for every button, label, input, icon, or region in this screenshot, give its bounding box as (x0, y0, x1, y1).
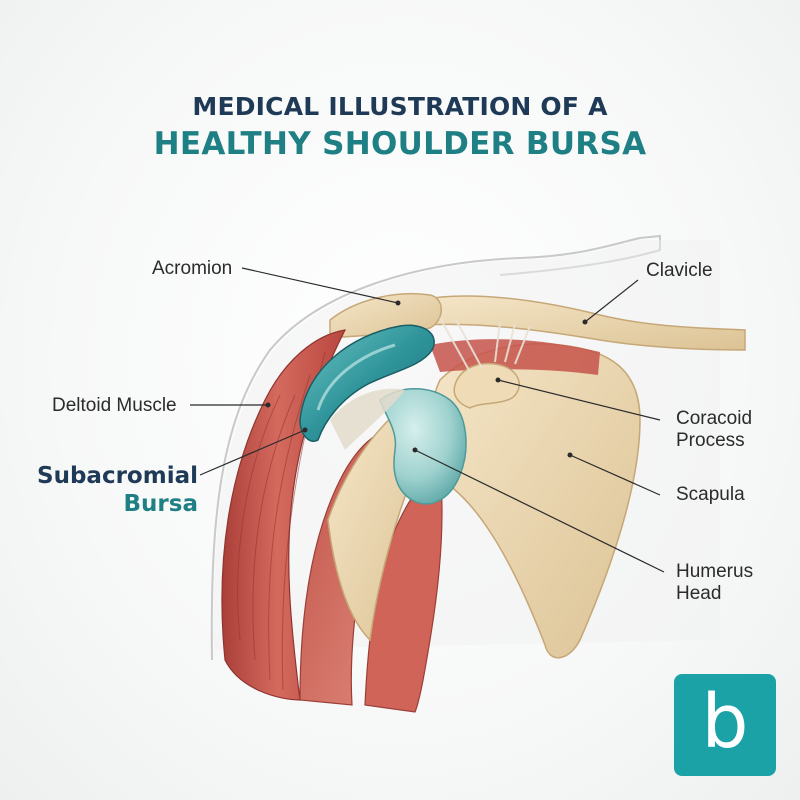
leader-dots (265, 300, 588, 458)
leader-scapula (569, 454, 661, 496)
label-acromion: Acromion (152, 258, 233, 279)
label-humerus-line2: Head (676, 583, 722, 604)
ligaments (439, 317, 531, 373)
label-coracoid-line2: Process (676, 430, 745, 451)
label-bursa-line1: Subacromial (37, 463, 198, 489)
leader-humerus (414, 449, 665, 573)
humerus-head (379, 388, 467, 505)
coracoid (453, 362, 520, 409)
leader-lines (190, 267, 665, 573)
leader-bursa (199, 429, 306, 476)
leader-coracoid (497, 379, 661, 421)
title-line-1: MEDICAL ILLUSTRATION OF A (192, 92, 608, 121)
tendon (330, 388, 405, 450)
bursa-highlight (316, 343, 396, 411)
label-subacromial-bursa: Subacromial Bursa (18, 462, 198, 518)
label-humerus-head: Humerus Head (676, 561, 753, 605)
title-line-2: HEALTHY SHOULDER BURSA (153, 126, 647, 162)
label-scapula: Scapula (676, 484, 745, 505)
leader-acromion (241, 267, 399, 304)
clavicle (419, 295, 746, 351)
label-bursa-line2: Bursa (123, 491, 198, 517)
label-humerus-line1: Humerus (676, 561, 754, 582)
leader-clavicle (584, 279, 639, 323)
brand-logo[interactable]: b (674, 674, 776, 776)
brand-logo-letter: b (701, 679, 749, 765)
subacromial-bursa (299, 324, 435, 442)
label-coracoid-process: Coracoid Process (676, 408, 752, 452)
skin-outline (210, 234, 661, 661)
label-coracoid-line1: Coracoid (676, 408, 753, 429)
label-deltoid-muscle: Deltoid Muscle (52, 395, 177, 416)
label-clavicle: Clavicle (646, 260, 713, 281)
